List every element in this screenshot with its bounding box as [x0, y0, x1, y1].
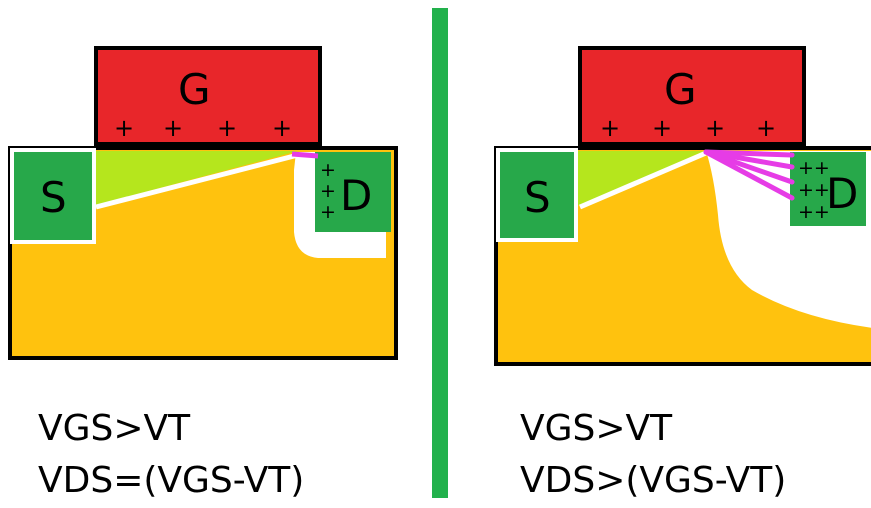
gate-label: G — [178, 65, 211, 114]
gate-electrode — [578, 46, 806, 146]
gate-charge: + — [756, 114, 776, 142]
caption-line1: VGS>VT — [38, 408, 191, 449]
source-label: S — [40, 173, 67, 222]
drain-charge: ++ — [798, 157, 830, 179]
source-region — [10, 148, 96, 244]
gate-charge: + — [217, 114, 237, 142]
drain-label: D — [826, 169, 858, 218]
drain-charge: ++ — [798, 201, 830, 223]
gate-charge: + — [114, 114, 134, 142]
gate-charge: + — [705, 114, 725, 142]
channel-depletion-edge — [95, 152, 299, 210]
caption-line2: VDS>(VGS-VT) — [520, 460, 786, 501]
gate-charge: + — [652, 114, 672, 142]
gate-electrode — [94, 46, 322, 146]
gate-charge: + — [600, 114, 620, 142]
channel-depletion-edge — [579, 150, 707, 210]
pinch-off-line — [291, 151, 319, 159]
gate-charge: + — [163, 114, 183, 142]
inversion-channel — [576, 151, 704, 205]
caption-line2: VDS=(VGS-VT) — [38, 460, 304, 501]
panel-saturation: S D ++ ++ ++ G + + + + VGS>VT VDS>(VGS-V… — [494, 46, 871, 501]
inversion-channel — [92, 151, 298, 205]
drain-region — [790, 152, 866, 226]
electron-path-line — [703, 149, 795, 201]
panel-divider — [432, 8, 448, 498]
source-label: S — [524, 173, 551, 222]
drain-charge: + — [320, 159, 336, 181]
drain-label: D — [340, 171, 372, 220]
pinch-off-electron-paths — [703, 149, 795, 201]
source-region — [496, 148, 578, 242]
drain-region — [315, 152, 391, 232]
drain-charge: + — [320, 201, 336, 223]
caption-line1: VGS>VT — [520, 408, 673, 449]
drain-charge: + — [320, 180, 336, 202]
gate-charge: + — [272, 114, 292, 142]
drain-charge: ++ — [798, 179, 830, 201]
panel-pinch-off: S D + + + G + + + + VGS>VT VDS=(VGS-VT) — [8, 46, 398, 501]
gate-label: G — [664, 65, 697, 114]
